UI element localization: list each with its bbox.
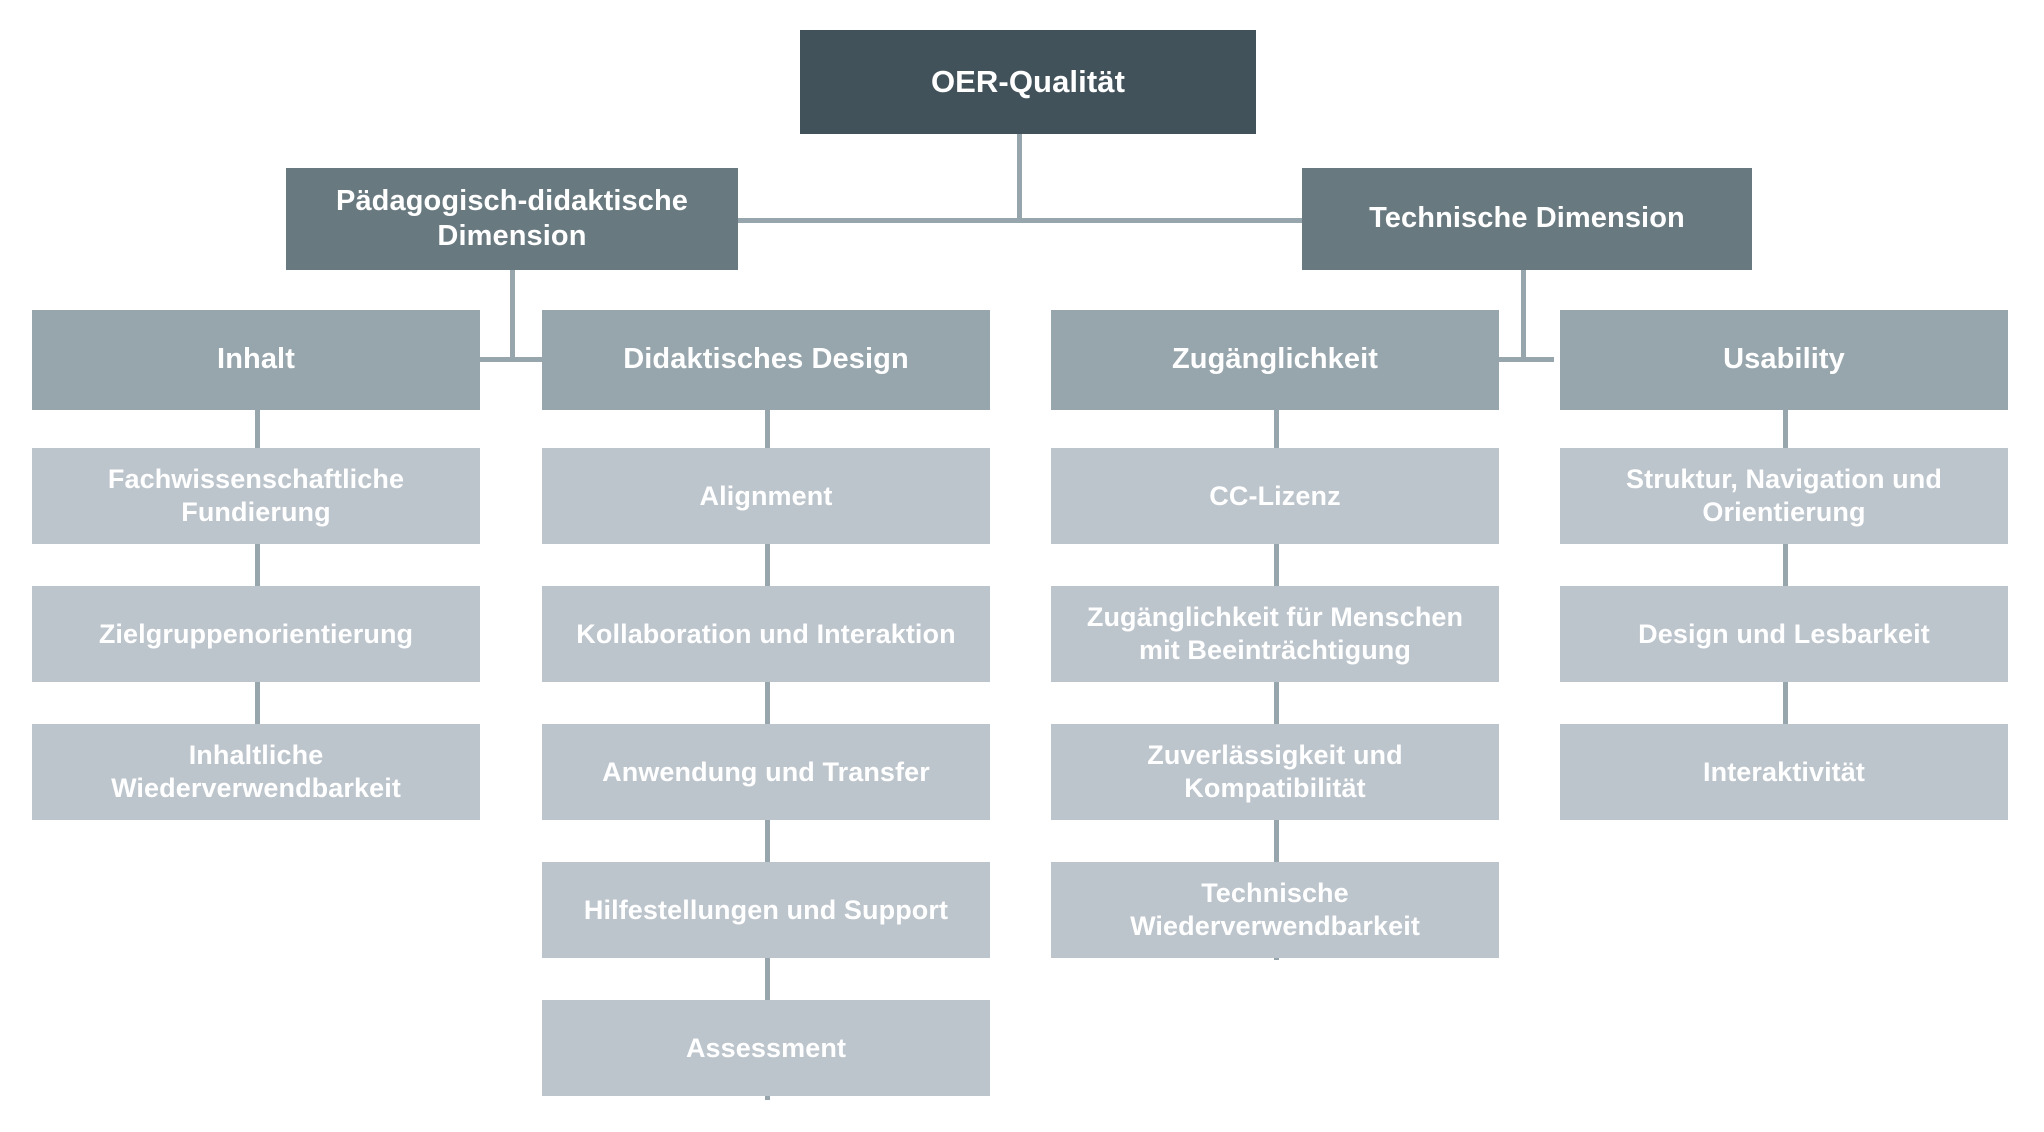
criterion-node-cc-lizenz[interactable]: CC-Lizenz xyxy=(1051,448,1499,544)
connector-root-stem xyxy=(1017,134,1022,220)
category-node-inhalt[interactable]: Inhalt xyxy=(32,310,480,410)
criterion-node-inhaltliche-wiederverwendbarkeit[interactable]: Inhaltliche Wiederverwendbarkeit xyxy=(32,724,480,820)
connector-pedagogical-stem xyxy=(510,270,515,360)
criterion-node-hilfestellungen-und-support[interactable]: Hilfestellungen und Support xyxy=(542,862,990,958)
criterion-node-kollaboration-und-interaktion[interactable]: Kollaboration und Interaktion xyxy=(542,586,990,682)
connector-column-3-spine xyxy=(1274,410,1279,960)
criterion-node-struktur-navigation-und-orientierung[interactable]: Struktur, Navigation und Orientierung xyxy=(1560,448,2008,544)
category-node-usability[interactable]: Usability xyxy=(1560,310,2008,410)
connector-root-to-dimensions xyxy=(738,218,1302,223)
dimension-node-technische[interactable]: Technische Dimension xyxy=(1302,168,1752,270)
criterion-node-interaktivitaet[interactable]: Interaktivität xyxy=(1560,724,2008,820)
criterion-node-alignment[interactable]: Alignment xyxy=(542,448,990,544)
root-node-oer-qualitaet[interactable]: OER-Qualität xyxy=(800,30,1256,134)
dimension-node-paedagogisch-didaktische[interactable]: Pädagogisch-didaktische Dimension xyxy=(286,168,738,270)
connector-technical-stem xyxy=(1521,270,1526,360)
criterion-node-design-und-lesbarkeit[interactable]: Design und Lesbarkeit xyxy=(1560,586,2008,682)
criterion-node-zuverlaessigkeit-und-kompatibilitaet[interactable]: Zuverlässigkeit und Kompatibilität xyxy=(1051,724,1499,820)
criterion-node-technische-wiederverwendbarkeit[interactable]: Technische Wiederverwendbarkeit xyxy=(1051,862,1499,958)
criterion-node-zielgruppenorientierung[interactable]: Zielgruppenorientierung xyxy=(32,586,480,682)
criterion-node-zugaenglichkeit-fuer-menschen-mit-beeintraechtigung[interactable]: Zugänglichkeit für Menschen mit Beeinträ… xyxy=(1051,586,1499,682)
category-node-zugaenglichkeit[interactable]: Zugänglichkeit xyxy=(1051,310,1499,410)
criterion-node-assessment[interactable]: Assessment xyxy=(542,1000,990,1096)
criterion-node-fachwissenschaftliche-fundierung[interactable]: Fachwissenschaftliche Fundierung xyxy=(32,448,480,544)
category-node-didaktisches-design[interactable]: Didaktisches Design xyxy=(542,310,990,410)
criterion-node-anwendung-und-transfer[interactable]: Anwendung und Transfer xyxy=(542,724,990,820)
